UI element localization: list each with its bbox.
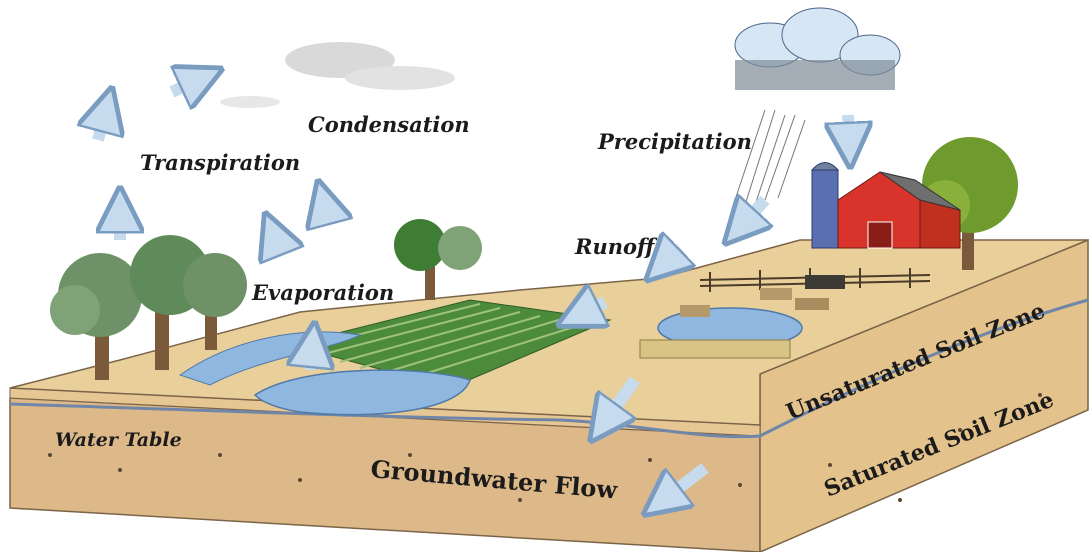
label-evaporation: Evaporation bbox=[251, 280, 394, 305]
condensation-cloud bbox=[220, 42, 455, 108]
transpiration-arrow-2 bbox=[98, 95, 110, 142]
runoff-arrow-2 bbox=[565, 302, 605, 322]
groundwater-arrow-2 bbox=[650, 463, 709, 510]
evaporation-arrow-3 bbox=[310, 330, 314, 370]
flow-arrows bbox=[98, 72, 850, 510]
trees-left bbox=[50, 235, 247, 380]
precipitation-arrow-1 bbox=[730, 200, 765, 238]
lake bbox=[253, 369, 471, 416]
label-transpiration: Transpiration bbox=[140, 150, 300, 175]
rain-cloud bbox=[734, 7, 901, 90]
trees-middle bbox=[394, 219, 482, 300]
transpiration-arrow-3 bbox=[169, 72, 215, 92]
evaporation-arrow-1 bbox=[268, 220, 280, 250]
label-water-table: Water Table bbox=[55, 429, 182, 451]
precipitation-arrow-2 bbox=[848, 114, 850, 160]
rain-streaks bbox=[734, 109, 806, 206]
soil-specks bbox=[48, 393, 1042, 502]
evaporation-arrow-2 bbox=[320, 188, 328, 218]
label-condensation: Condensation bbox=[308, 112, 470, 137]
label-precipitation: Precipitation bbox=[597, 129, 752, 154]
groundwater-arrow-1 bbox=[595, 376, 640, 435]
label-runoff: Runoff bbox=[574, 234, 658, 259]
cattle bbox=[680, 275, 845, 317]
farm-buildings bbox=[810, 162, 961, 249]
runoff-arrow-1 bbox=[652, 248, 680, 275]
crop-strip bbox=[639, 339, 791, 359]
field-rows bbox=[304, 303, 591, 381]
